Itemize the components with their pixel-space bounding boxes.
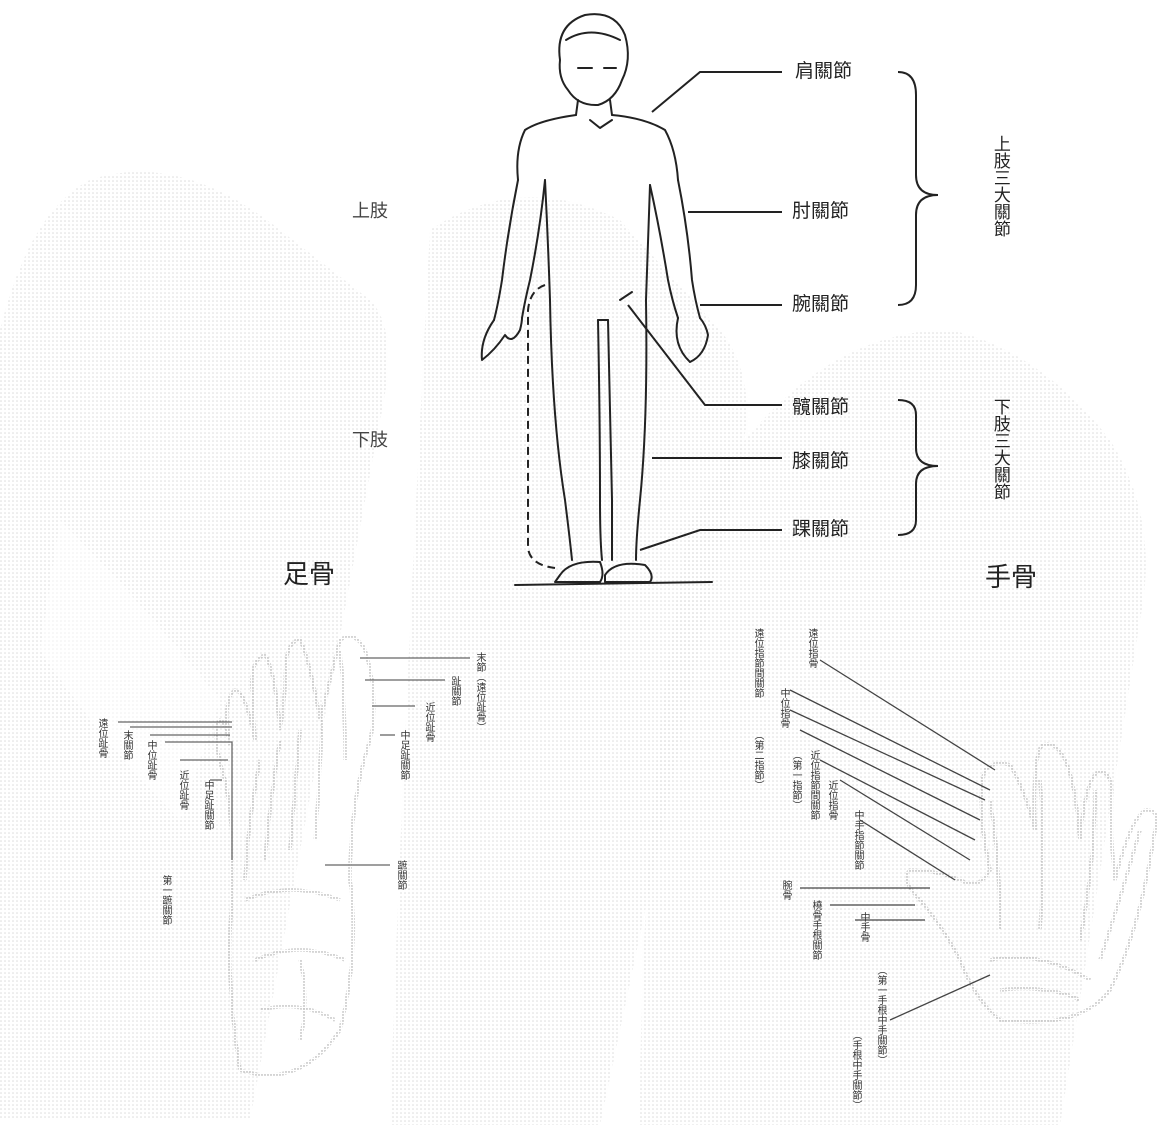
ankle-joint-label: 踝關節 bbox=[792, 520, 849, 539]
upper-three-joints-label: 上肢三大關節 bbox=[990, 135, 1008, 237]
foot-bones-title: 足骨 bbox=[283, 562, 335, 588]
hand-annotation: （第一指節） bbox=[790, 750, 800, 810]
elbow-joint-label: 肘關節 bbox=[792, 202, 849, 221]
hand-annotation: 遠位指節間關節 bbox=[752, 628, 762, 698]
foot-annotation: 末關節 bbox=[121, 730, 131, 760]
shoulder-joint-label: 肩關節 bbox=[795, 62, 852, 81]
hand-annotation: 腕骨 bbox=[780, 880, 790, 900]
foot-annotation: 中足趾關節 bbox=[202, 780, 212, 830]
foot-annotation: 末節（遠位趾骨） bbox=[474, 652, 484, 732]
hand-annotation: （手根中手關節） bbox=[850, 1030, 860, 1110]
hand-annotation: 中位指骨 bbox=[778, 688, 788, 728]
lower-limb-label: 下肢 bbox=[352, 432, 388, 450]
foot-annotation: 趾關節 bbox=[449, 676, 459, 706]
hand-annotation: 中手骨 bbox=[858, 912, 868, 942]
wrist-joint-label: 腕關節 bbox=[792, 295, 849, 314]
hand-annotation: 遠位指骨 bbox=[806, 628, 816, 668]
foot-annotation: 蹠關節 bbox=[395, 860, 405, 890]
foot-annotation: 近位趾骨 bbox=[177, 770, 187, 810]
foot-annotation: 中位趾骨 bbox=[145, 740, 155, 780]
knee-joint-label: 膝關節 bbox=[792, 452, 849, 471]
hand-bones-title: 手骨 bbox=[985, 565, 1037, 591]
hand-annotation: 近位指骨 bbox=[826, 780, 836, 820]
hand-annotation: 近位指節間關節 bbox=[808, 750, 818, 820]
hand-annotation: 橈骨手根關節 bbox=[810, 900, 820, 960]
foot-annotation: 第一蹠關節 bbox=[160, 875, 170, 925]
foot-annotation: 近位趾骨 bbox=[423, 702, 433, 742]
hand-annotation: 中手指節關節 bbox=[852, 810, 862, 870]
foot-annotation: 中足趾關節 bbox=[398, 730, 408, 780]
upper-limb-label: 上肢 bbox=[352, 203, 388, 221]
foot-annotation: 遠位趾骨 bbox=[96, 718, 106, 758]
hip-joint-label: 髖關節 bbox=[792, 398, 849, 417]
lower-three-joints-label: 下肢三大關節 bbox=[990, 398, 1008, 500]
hand-annotation: （第一手根中手關節） bbox=[875, 965, 885, 1065]
hand-annotation: （第二指節） bbox=[752, 730, 762, 790]
